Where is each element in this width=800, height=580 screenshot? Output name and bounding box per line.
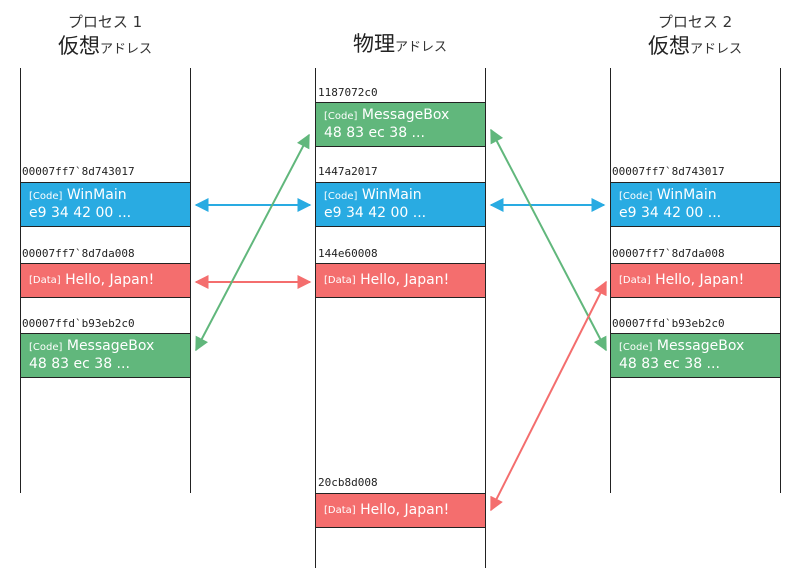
proc2-msgbox-addr: 00007ffd`b93eb2c0 xyxy=(612,317,725,330)
physical-winmain-addr: 1447a2017 xyxy=(318,165,378,178)
proc2-data-tag: [Data] xyxy=(619,275,651,286)
proc2-title-sub: アドレス xyxy=(689,42,742,57)
proc1-winmain-block: [Code] WinMain e9 34 42 00 ... xyxy=(20,182,191,227)
arrow-proc1-msgbox xyxy=(195,133,310,352)
proc1-msgbox-bytes: 48 83 ec 38 ... xyxy=(29,356,130,372)
proc1-data-block: [Data] Hello, Japan! xyxy=(20,263,191,298)
proc1-winmain-bytes: e9 34 42 00 ... xyxy=(29,205,132,221)
arrow-proc2-data xyxy=(490,280,607,512)
physical-title-sub: アドレス xyxy=(394,40,447,55)
proc2-data-name: Hello, Japan! xyxy=(655,272,745,288)
proc1-title-sub: アドレス xyxy=(99,42,152,57)
proc2-msgbox-bytes: 48 83 ec 38 ... xyxy=(619,356,720,372)
physical-msgbox-tag: [Code] xyxy=(324,111,358,122)
proc1-data-name: Hello, Japan! xyxy=(65,272,155,288)
physical-data2-block: [Data] Hello, Japan! xyxy=(315,493,486,528)
proc2-data-block: [Data] Hello, Japan! xyxy=(610,263,781,298)
proc2-msgbox-block: [Code] MessageBox 48 83 ec 38 ... xyxy=(610,333,781,378)
proc1-msgbox-tag: [Code] xyxy=(29,342,63,353)
proc2-winmain-addr: 00007ff7`8d743017 xyxy=(612,165,725,178)
proc2-winmain-bytes: e9 34 42 00 ... xyxy=(619,205,722,221)
proc1-title-big: 仮想 xyxy=(57,34,100,58)
proc2-title-line1: プロセス 2 xyxy=(657,13,733,31)
proc2-winmain-tag: [Code] xyxy=(619,191,653,202)
proc1-title-line1: プロセス 1 xyxy=(67,13,143,31)
physical-data1-block: [Data] Hello, Japan! xyxy=(315,263,486,298)
physical-msgbox-name: MessageBox xyxy=(361,107,450,123)
proc2-title: プロセス 2 仮想アドレス xyxy=(595,12,795,64)
proc2-title-big: 仮想 xyxy=(647,34,690,58)
physical-winmain-bytes: e9 34 42 00 ... xyxy=(324,205,427,221)
proc2-winmain-name: WinMain xyxy=(656,187,717,203)
physical-title-big: 物理 xyxy=(352,32,395,56)
physical-data1-addr: 144e60008 xyxy=(318,247,378,260)
proc1-winmain-name: WinMain xyxy=(66,187,127,203)
proc2-msgbox-name: MessageBox xyxy=(656,338,745,354)
proc2-msgbox-tag: [Code] xyxy=(619,342,653,353)
physical-title: 物理アドレス xyxy=(300,30,500,62)
proc1-msgbox-addr: 00007ffd`b93eb2c0 xyxy=(22,317,135,330)
physical-msgbox-bytes: 48 83 ec 38 ... xyxy=(324,125,425,141)
proc2-winmain-block: [Code] WinMain e9 34 42 00 ... xyxy=(610,182,781,227)
physical-data2-name: Hello, Japan! xyxy=(360,502,450,518)
proc2-data-addr: 00007ff7`8d7da008 xyxy=(612,247,725,260)
physical-left-line xyxy=(315,68,316,568)
physical-data1-tag: [Data] xyxy=(324,275,356,286)
physical-data2-addr: 20cb8d008 xyxy=(318,476,378,489)
physical-winmain-name: WinMain xyxy=(361,187,422,203)
proc1-data-addr: 00007ff7`8d7da008 xyxy=(22,247,135,260)
physical-right-line xyxy=(485,68,486,568)
proc1-msgbox-name: MessageBox xyxy=(66,338,155,354)
proc1-data-tag: [Data] xyxy=(29,275,61,286)
physical-data2-tag: [Data] xyxy=(324,505,356,516)
physical-msgbox-addr: 1187072c0 xyxy=(318,86,378,99)
proc1-winmain-tag: [Code] xyxy=(29,191,63,202)
proc1-winmain-addr: 00007ff7`8d743017 xyxy=(22,165,135,178)
proc1-msgbox-block: [Code] MessageBox 48 83 ec 38 ... xyxy=(20,333,191,378)
physical-winmain-block: [Code] WinMain e9 34 42 00 ... xyxy=(315,182,486,227)
physical-data1-name: Hello, Japan! xyxy=(360,272,450,288)
proc1-title: プロセス 1 仮想アドレス xyxy=(5,12,205,64)
physical-msgbox-block: [Code] MessageBox 48 83 ec 38 ... xyxy=(315,102,486,147)
physical-winmain-tag: [Code] xyxy=(324,191,358,202)
